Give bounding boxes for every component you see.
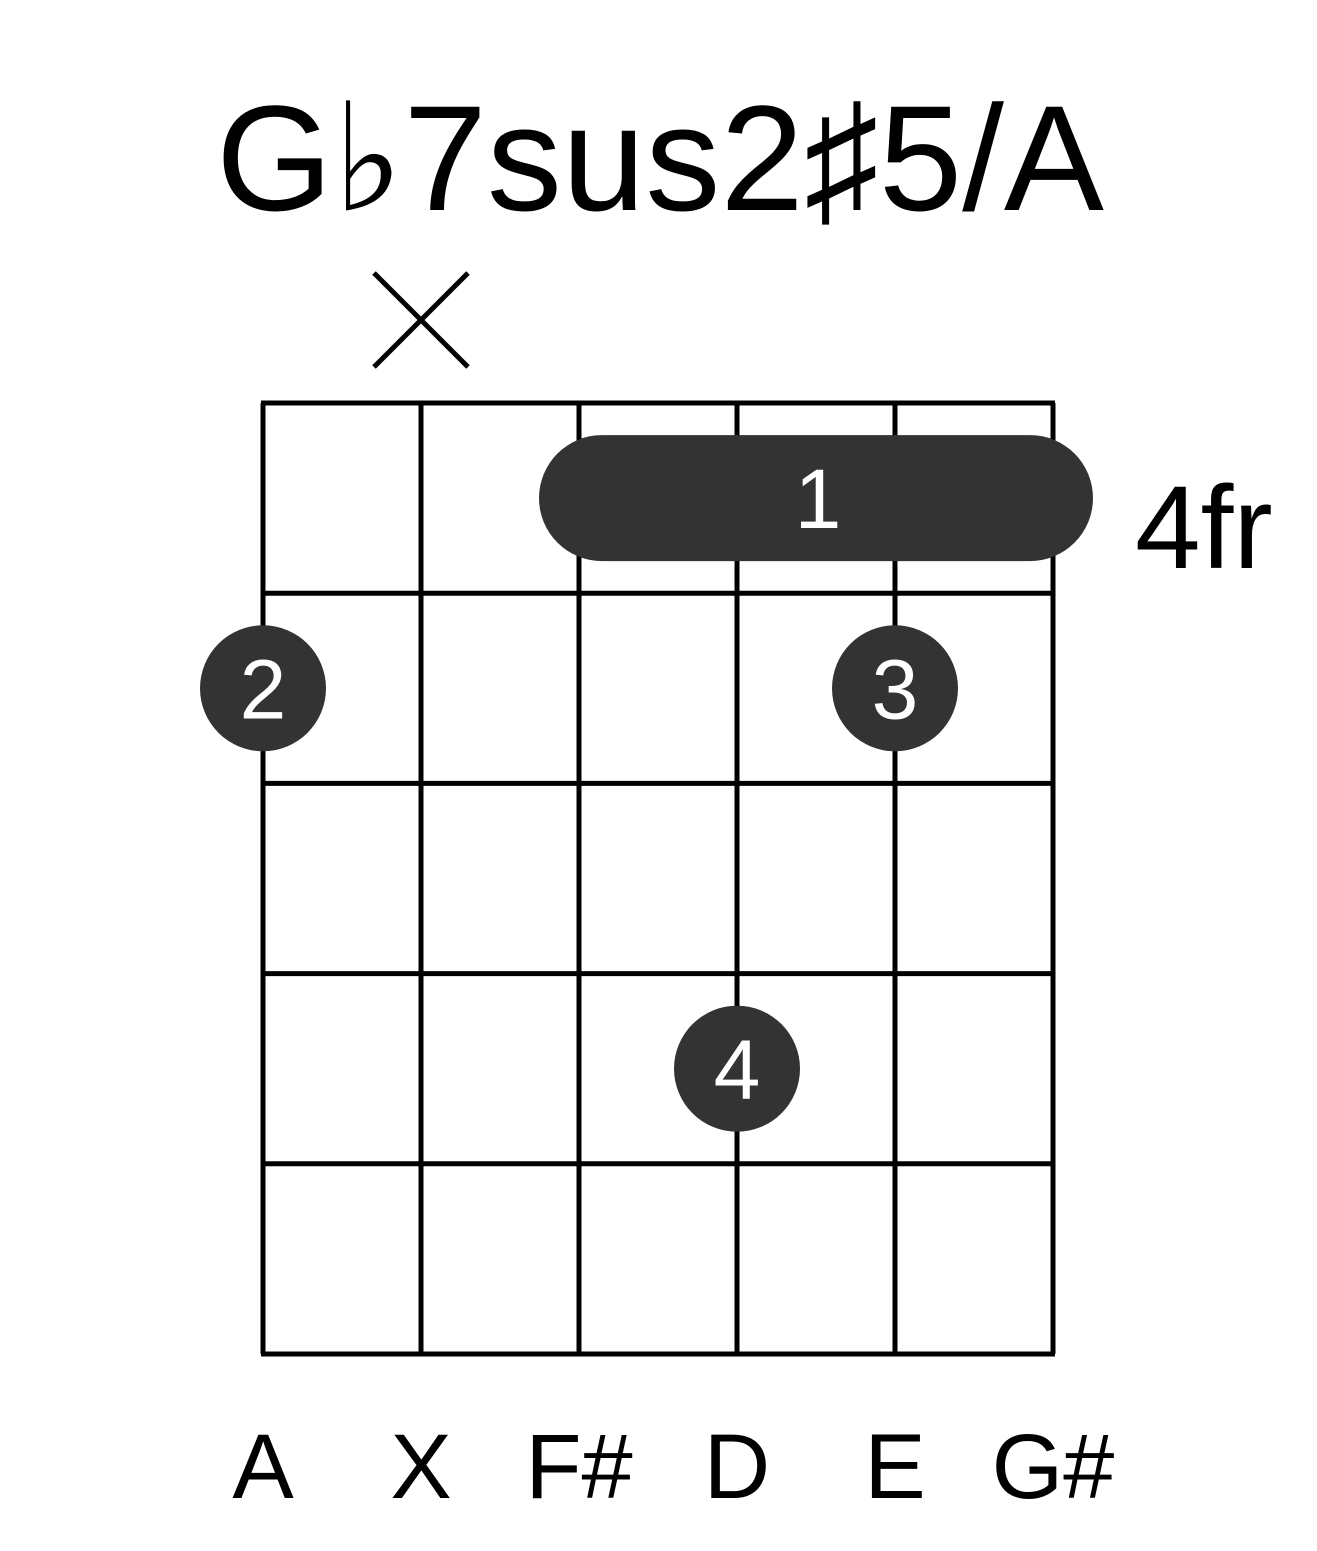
string-note-label: E bbox=[864, 1416, 925, 1518]
barre-bar bbox=[539, 435, 1093, 562]
finger-dot bbox=[674, 1005, 800, 1132]
finger-number: 4 bbox=[714, 1023, 761, 1117]
string-note-label: A bbox=[232, 1416, 294, 1518]
mute-markers bbox=[372, 271, 470, 369]
string-note-label: F# bbox=[525, 1416, 632, 1518]
finger-dot bbox=[200, 625, 326, 752]
finger-dot bbox=[832, 625, 958, 752]
finger-markers: 1 2 3 4 bbox=[200, 435, 1093, 1132]
finger-number: 2 bbox=[240, 642, 287, 736]
string-note-label: X bbox=[390, 1416, 451, 1518]
string-note-label: D bbox=[704, 1416, 770, 1518]
chord-title: G♭7sus2♯5/A bbox=[216, 74, 1104, 242]
mute-x-icon bbox=[372, 271, 470, 369]
fret-position-label: 4fr bbox=[1135, 462, 1273, 594]
barre-finger-number: 1 bbox=[795, 452, 842, 546]
string-note-label: G# bbox=[992, 1416, 1115, 1518]
fretboard-grid bbox=[260, 400, 1056, 1357]
finger-number: 3 bbox=[872, 642, 919, 736]
